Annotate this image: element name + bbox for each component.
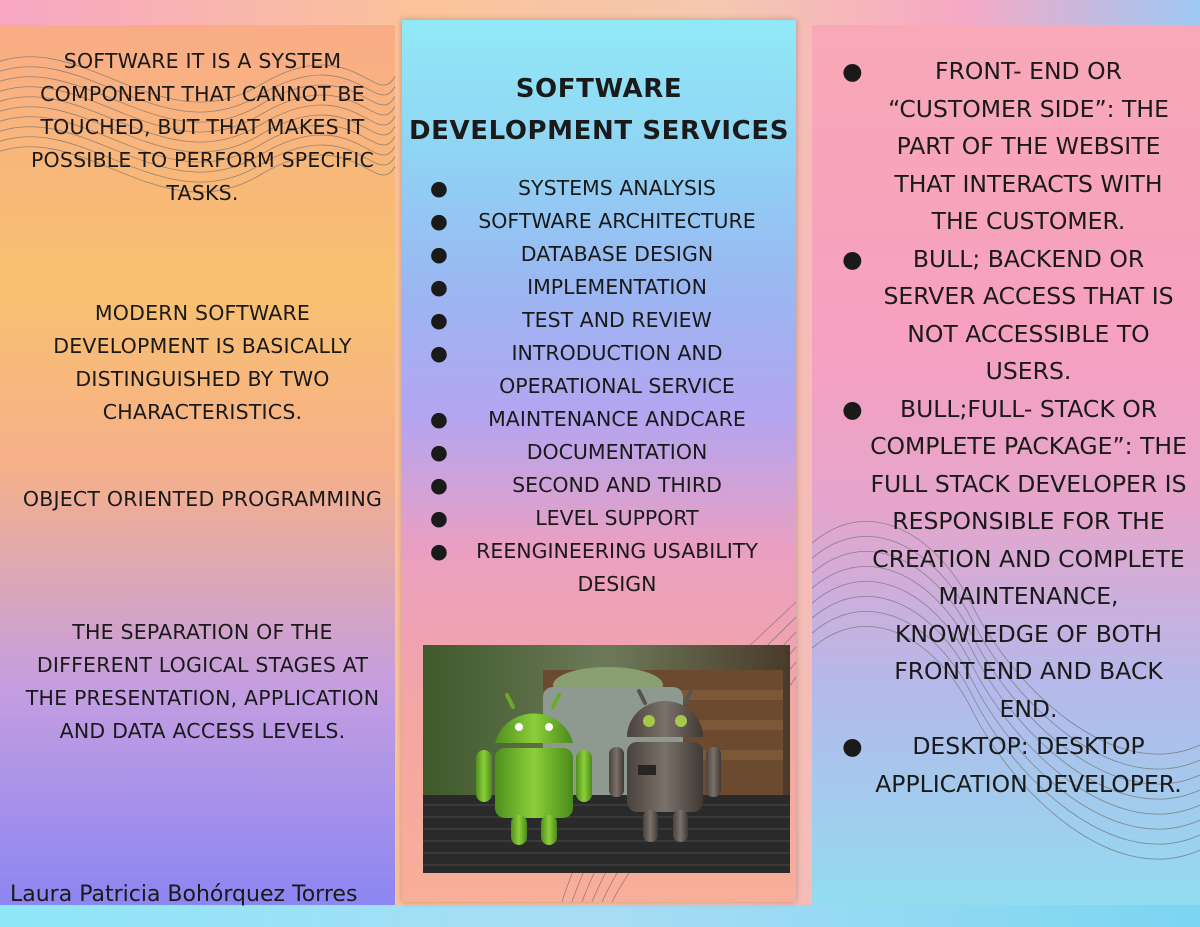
bullet-icon: ● bbox=[842, 57, 863, 85]
bullet-icon: ● bbox=[430, 341, 448, 365]
desktop-text: DESKTOP: DESKTOP APPLICATION DEVELOPER. bbox=[875, 732, 1182, 798]
full-stack-text: BULL;FULL- STACK OR COMPLETE PACKAGE”: T… bbox=[870, 394, 1187, 723]
bullet-icon: ● bbox=[430, 506, 448, 530]
bullet-icon: ● bbox=[842, 394, 863, 423]
service-label: IMPLEMENTATION bbox=[527, 275, 707, 299]
list-item: ● FRONT- END OR “CUSTOMER SIDE”: THE PART… bbox=[842, 53, 1187, 241]
bullet-icon: ● bbox=[430, 407, 448, 431]
separation-text: THE SEPARATION OF THE DIFFERENT LOGICAL … bbox=[25, 620, 380, 743]
service-label: MAINTENANCE ANDCARE bbox=[488, 407, 746, 431]
bullet-icon: ● bbox=[430, 275, 448, 299]
services-title: SOFTWARE DEVELOPMENT SERVICES bbox=[402, 68, 796, 152]
service-label: LEVEL SUPPORT bbox=[535, 506, 699, 530]
right-panel: ● FRONT- END OR “CUSTOMER SIDE”: THE PART… bbox=[812, 25, 1200, 905]
list-item: ● INTRODUCTION AND OPERATIONAL SERVICE bbox=[430, 337, 780, 403]
bullet-icon: ● bbox=[430, 440, 448, 464]
list-item: ● SYSTEMS ANALYSIS bbox=[430, 172, 780, 205]
bullet-icon: ● bbox=[842, 244, 863, 273]
list-item: ● REENGINEERING USABILITY DESIGN bbox=[430, 535, 780, 601]
bullet-icon: ● bbox=[430, 308, 448, 332]
list-item: ● BULL; BACKEND OR SERVER ACCESS THAT IS … bbox=[842, 241, 1187, 391]
bullet-icon: ● bbox=[430, 473, 448, 497]
list-item: ● SECOND AND THIRD bbox=[430, 469, 780, 502]
oop-text: OBJECT ORIENTED PROGRAMMING bbox=[22, 487, 383, 511]
services-title-line2: DEVELOPMENT SERVICES bbox=[408, 116, 790, 146]
list-item: ● DOCUMENTATION bbox=[430, 436, 780, 469]
services-title-line1: SOFTWARE bbox=[515, 74, 683, 104]
software-definition-text: SOFTWARE IT IS A SYSTEM COMPONENT THAT C… bbox=[30, 49, 375, 205]
list-item: ● DATABASE DESIGN bbox=[430, 238, 780, 271]
backend-text: BULL; BACKEND OR SERVER ACCESS THAT IS N… bbox=[883, 244, 1174, 386]
service-label: SYSTEMS ANALYSIS bbox=[518, 176, 716, 200]
bullet-icon: ● bbox=[842, 732, 863, 760]
list-item: ● IMPLEMENTATION bbox=[430, 271, 780, 304]
list-item: ● TEST AND REVIEW bbox=[430, 304, 780, 337]
android-figures-image bbox=[423, 645, 790, 873]
list-item: ● SOFTWARE ARCHITECTURE bbox=[430, 205, 780, 238]
service-label: TEST AND REVIEW bbox=[522, 308, 712, 332]
list-item: ●BULL;FULL- STACK OR COMPLETE PACKAGE”: … bbox=[842, 391, 1187, 729]
service-label: INTRODUCTION AND OPERATIONAL SERVICE bbox=[499, 341, 735, 398]
development-types-list: ● FRONT- END OR “CUSTOMER SIDE”: THE PART… bbox=[842, 53, 1187, 803]
service-label: SECOND AND THIRD bbox=[512, 473, 722, 497]
front-end-text: FRONT- END OR “CUSTOMER SIDE”: THE PART … bbox=[888, 57, 1169, 235]
list-item: ● DESKTOP: DESKTOP APPLICATION DEVELOPER. bbox=[842, 728, 1187, 803]
list-item: ● MAINTENANCE ANDCARE bbox=[430, 403, 780, 436]
bullet-icon: ● bbox=[430, 539, 448, 563]
bullet-icon: ● bbox=[430, 242, 448, 266]
service-label: DOCUMENTATION bbox=[526, 440, 708, 464]
left-panel: SOFTWARE IT IS A SYSTEM COMPONENT THAT C… bbox=[0, 25, 395, 907]
modern-development-text: MODERN SOFTWARE DEVELOPMENT IS BASICALLY… bbox=[53, 301, 352, 424]
services-list: ● SYSTEMS ANALYSIS ● SOFTWARE ARCHITECTURE… bbox=[430, 172, 780, 601]
background-strip bbox=[0, 905, 1200, 927]
list-item: ● LEVEL SUPPORT bbox=[430, 502, 780, 535]
service-label: SOFTWARE ARCHITECTURE bbox=[478, 209, 756, 233]
bullet-icon: ● bbox=[430, 209, 448, 233]
author-name: Laura Patricia Bohórquez Torres bbox=[10, 882, 358, 907]
middle-panel: SOFTWARE DEVELOPMENT SERVICES ● SYSTEMS A… bbox=[402, 20, 796, 902]
service-label: DATABASE DESIGN bbox=[520, 242, 714, 266]
bullet-icon: ● bbox=[430, 176, 448, 200]
service-label: REENGINEERING USABILITY DESIGN bbox=[476, 539, 758, 596]
